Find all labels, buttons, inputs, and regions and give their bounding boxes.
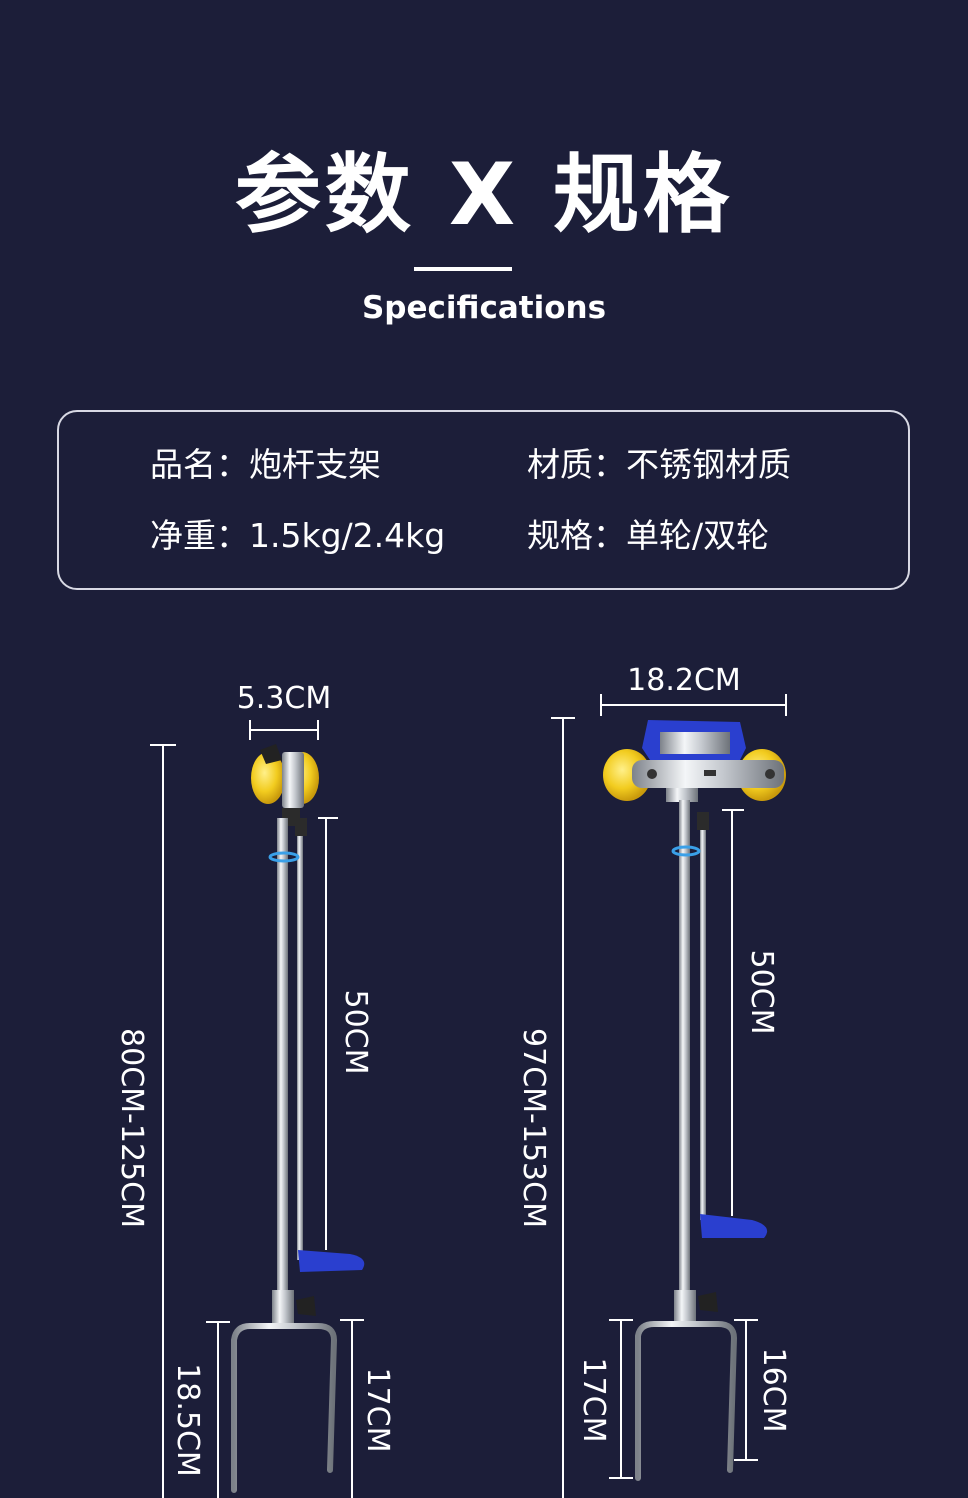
single-height-label: 80CM-125CM [114,1028,149,1228]
single-spike-label: 17CM [360,1367,395,1452]
single-width-label: 5.3CM [237,681,332,716]
double-arm-label: 50CM [744,949,779,1034]
double-blue-clamp [700,1214,768,1238]
double-spike-label: 16CM [756,1347,791,1432]
single-blue-clamp [298,1250,365,1272]
double-wheel-holder: 18.2CM 97CM-153CM [516,663,791,1498]
spec-weight-label: 净重： [150,516,249,555]
double-width-label: 18.2CM [627,663,741,698]
double-fork [635,1319,738,1488]
page-subtitle: Specifications [361,290,607,326]
spec-name-value: 炮杆支架 [249,445,381,484]
spec-material: 材质：不锈钢材质 [527,445,791,485]
single-spike-dimension [340,1319,364,1498]
spec-spec-value: 单轮/双轮 [626,516,770,555]
single-fork-label: 18.5CM [170,1363,205,1477]
spec-spec-label: 规格： [527,516,626,555]
double-arm-dimension [722,809,744,1216]
product-diagram: 5.3CM 80CM-125CM 50CM [114,663,791,1498]
double-spike-dimension [734,1319,758,1461]
page-title: 参数 X 规格 [234,145,734,245]
single-wheel-holder: 5.3CM 80CM-125CM 50CM [114,681,395,1498]
spec-name-label: 品名： [150,445,249,484]
title-divider [414,267,512,271]
double-main-pole [679,800,690,1300]
spec-material-label: 材质： [527,445,626,484]
spec-spec: 规格：单轮/双轮 [527,516,769,556]
single-fork [231,1321,338,1493]
double-wheel-head [603,720,786,802]
single-arm-label: 50CM [338,989,373,1074]
spec-box: 品名：炮杆支架 材质：不锈钢材质 净重：1.5kg/2.4kg 规格：单轮/双轮 [57,410,910,590]
single-arm-rod [297,830,303,1260]
spec-weight: 净重：1.5kg/2.4kg [150,516,445,556]
double-fork-dimension [609,1319,633,1479]
spec-material-value: 不锈钢材质 [626,445,791,484]
double-fork-label: 17CM [576,1357,611,1442]
spec-name: 品名：炮杆支架 [150,445,381,485]
single-wheel-head [251,744,319,826]
double-height-label: 97CM-153CM [516,1028,551,1228]
single-main-pole [277,818,288,1298]
single-height-dimension [150,744,176,1498]
double-height-dimension [551,717,575,1498]
spec-weight-value: 1.5kg/2.4kg [249,516,446,555]
single-fork-dimension [206,1321,230,1498]
single-arm-dimension [318,817,338,1250]
double-arm-rod [700,820,706,1220]
single-width-dimension [249,720,319,740]
double-width-dimension [600,694,787,716]
